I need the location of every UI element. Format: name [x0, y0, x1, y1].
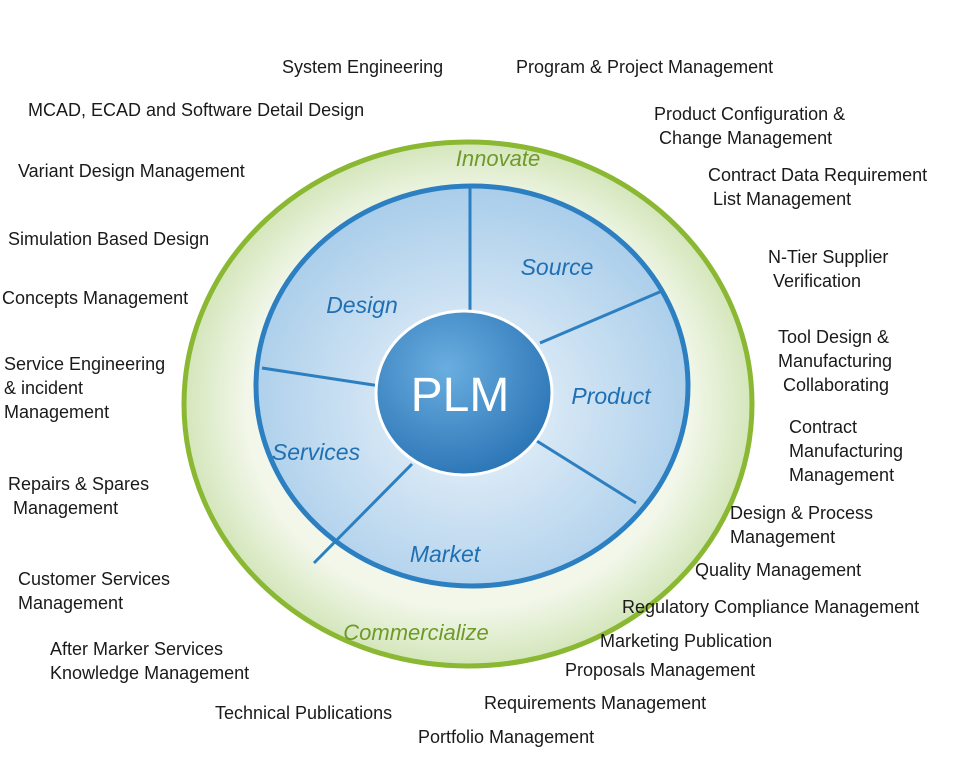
label-service-engineering: Service Engineering & incident Managemen… — [4, 354, 166, 422]
label-variant-design: Variant Design Management — [18, 161, 245, 181]
label-marketing-publication: Marketing Publication — [600, 631, 773, 651]
label-contract-data-requirement: Contract Data Requirement List Managemen… — [708, 165, 928, 209]
segment-market: Market — [410, 541, 482, 567]
label-n-tier-supplier: N-Tier Supplier Verification — [768, 247, 889, 291]
label-tool-design: Tool Design & Manufacturing Collaboratin… — [778, 327, 893, 395]
segment-services: Services — [272, 439, 361, 465]
label-mcad-ecad: MCAD, ECAD and Software Detail Design — [28, 100, 365, 120]
segment-source: Source — [521, 254, 594, 280]
label-requirements-management: Requirements Management — [484, 693, 707, 713]
label-contract-manufacturing: Contract Manufacturing Management — [789, 417, 904, 485]
label-technical-publications: Technical Publications — [215, 703, 393, 723]
label-regulatory-compliance: Regulatory Compliance Management — [622, 597, 920, 617]
divider-product-market — [523, 431, 637, 505]
ring-label-innovate: Innovate — [456, 146, 540, 171]
label-after-market-services: After Marker Services Knowledge Manageme… — [50, 639, 250, 683]
divider-market-services — [312, 462, 414, 565]
label-quality-management: Quality Management — [695, 560, 862, 580]
ring-label-commercialize: Commercialize — [343, 620, 488, 645]
label-portfolio-management: Portfolio Management — [418, 727, 595, 747]
divider-services-design — [261, 366, 381, 388]
label-concepts-management: Concepts Management — [2, 288, 189, 308]
label-proposals-management: Proposals Management — [565, 660, 756, 680]
hub-label: PLM — [411, 369, 510, 422]
segment-design: Design — [326, 292, 398, 318]
segment-dividers — [261, 188, 663, 565]
label-customer-services: Customer Services Management — [18, 569, 171, 613]
plm-hub — [374, 309, 554, 477]
label-repairs-spares: Repairs & Spares Management — [8, 474, 150, 518]
label-product-configuration: Product Configuration & Change Managemen… — [654, 104, 846, 148]
label-simulation-based-design: Simulation Based Design — [8, 229, 210, 249]
label-system-engineering: System Engineering — [282, 57, 444, 77]
label-design-process: Design & Process Management — [730, 503, 874, 547]
label-program-project-management: Program & Project Management — [516, 57, 774, 77]
divider-source-product — [539, 289, 663, 345]
segment-product: Product — [571, 383, 652, 409]
